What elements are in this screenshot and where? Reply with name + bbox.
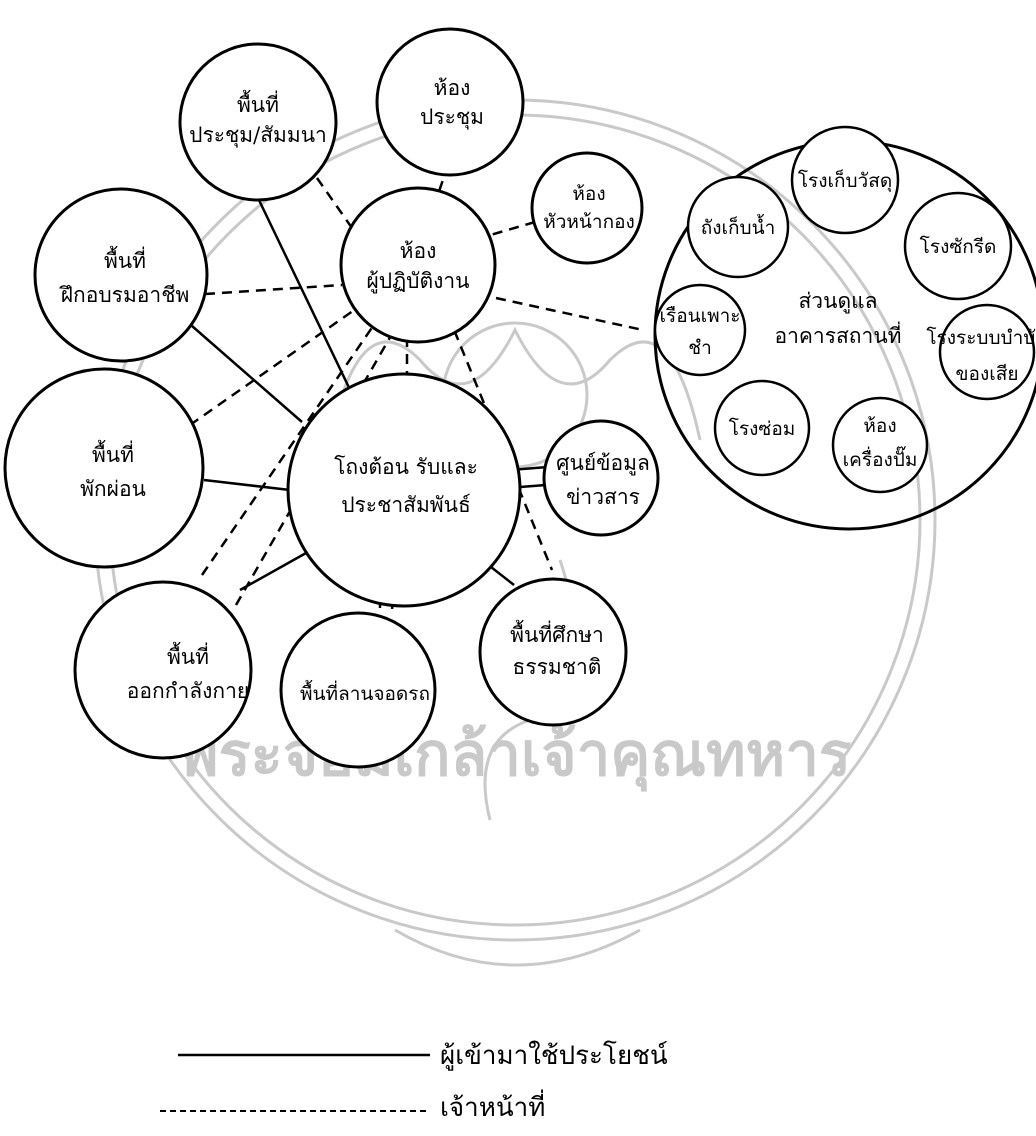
maint-laundry: โรงซักรีด bbox=[903, 191, 1013, 301]
maint-nursery-line1: เรือนเพาะ bbox=[660, 305, 741, 327]
watermark-text: พระจอมเกล้าเจ้าคุณทหาร bbox=[179, 720, 851, 792]
maint-waste-line1: โรงระบบบำบัด bbox=[926, 326, 1036, 349]
legend-dashed-label: เจ้าหน้าที่ bbox=[440, 1089, 545, 1123]
maint-water-tank: ถังเก็บน้ำ bbox=[686, 175, 790, 279]
link-exercise-staff-2 bbox=[234, 319, 402, 606]
maint-water-tank-label: ถังเก็บน้ำ bbox=[701, 214, 776, 239]
node-rest-line1: พื้นที่ bbox=[92, 440, 134, 467]
node-parking: พื้นที่ลานจอดรถ bbox=[279, 611, 437, 769]
node-meeting-line2: ประชุม bbox=[420, 105, 484, 130]
node-exercise: พื้นที่ ออกกำลังกาย bbox=[73, 580, 253, 760]
node-rest: พื้นที่ พักผ่อน bbox=[3, 367, 205, 569]
link-rest-staff bbox=[189, 304, 361, 427]
maintenance-group: ส่วนดูแล อาคารสถานที่ โรงเก็บวัสดุ ถังเก… bbox=[653, 125, 1036, 531]
node-staff-room-line1: ห้อง bbox=[400, 239, 437, 263]
link-exercise-lobby bbox=[239, 546, 316, 592]
maint-nursery: เรือนเพาะ ชำ bbox=[653, 283, 747, 377]
node-nature-line1: พื้นที่ศึกษา bbox=[510, 620, 604, 647]
maint-repair: โรงซ่อม bbox=[713, 379, 811, 477]
node-info-center: ศูนย์ข้อมูล ข่าวสาร bbox=[542, 419, 660, 537]
maint-storage: โรงเก็บวัสดุ bbox=[790, 125, 900, 235]
node-seminar-line2: ประชุม/สัมมนา bbox=[189, 123, 327, 148]
node-lobby-line1: โถงต้อน รับและ bbox=[334, 455, 478, 479]
maint-waste: โรงระบบบำบัด ของเสีย bbox=[926, 303, 1036, 401]
node-meeting-line1: ห้อง bbox=[434, 76, 471, 100]
node-info-center-line1: ศูนย์ข้อมูล bbox=[556, 451, 650, 476]
link-seminar-staff bbox=[315, 177, 354, 229]
legend-solid-label: ผู้เข้ามาใช้ประโยชน์ bbox=[440, 1040, 668, 1071]
link-staff-maintenance bbox=[495, 296, 644, 332]
maintenance-group-title-line2: อาคารสถานที่ bbox=[774, 321, 901, 348]
legend: ผู้เข้ามาใช้ประโยชน์ เจ้าหน้าที่ bbox=[160, 1040, 668, 1123]
maint-pump-line2: เครื่องปั๊ม bbox=[843, 446, 918, 471]
link-vocational-staff bbox=[204, 283, 343, 296]
node-seminar: พื้นที่ ประชุม/สัมมนา bbox=[178, 42, 338, 202]
node-staff-room-line2: ผู้ปฏิบัติงาน bbox=[366, 269, 469, 294]
maintenance-group-title-line1: ส่วนดูแล bbox=[798, 289, 877, 314]
maint-pump-line1: ห้อง bbox=[863, 415, 896, 437]
node-lobby: โถงต้อน รับและ ประชาสัมพันธ์ bbox=[286, 372, 522, 608]
node-info-center-line2: ข่าวสาร bbox=[566, 485, 640, 509]
node-vocational-line2: ฝึกอบรมอาชีพ bbox=[59, 283, 190, 307]
node-nature-line2: ธรรมชาติ bbox=[513, 655, 602, 679]
maint-waste-line2: ของเสีย bbox=[956, 363, 1019, 385]
link-divhead-staff bbox=[479, 220, 536, 240]
node-meeting: ห้อง ประชุม bbox=[375, 27, 525, 177]
link-exercise-staff bbox=[200, 315, 382, 576]
node-vocational: พื้นที่ ฝึกอบรมอาชีพ bbox=[33, 187, 209, 363]
node-parking-line1: พื้นที่ลานจอดรถ bbox=[300, 680, 430, 705]
node-division-head-line2: หัวหน้ากอง bbox=[543, 211, 635, 233]
maint-pump: ห้อง เครื่องปั๊ม bbox=[831, 396, 929, 494]
link-lobby-info-2 bbox=[519, 483, 547, 489]
maint-repair-label: โรงซ่อม bbox=[729, 417, 796, 440]
node-exercise-line1: พื้นที่ bbox=[167, 642, 209, 669]
maint-laundry-label: โรงซักรีด bbox=[920, 235, 997, 258]
link-rest-lobby bbox=[203, 478, 291, 492]
node-exercise-line2: ออกกำลังกาย bbox=[127, 679, 249, 703]
node-rest-line2: พักผ่อน bbox=[80, 477, 146, 501]
watermark-seal: พระจอมเกล้าเจ้าคุณทหาร bbox=[93, 98, 937, 967]
node-division-head-line1: ห้อง bbox=[572, 183, 605, 205]
node-seminar-line1: พื้นที่ bbox=[237, 90, 279, 117]
node-division-head: ห้อง หัวหน้ากอง bbox=[530, 151, 644, 265]
node-lobby-line2: ประชาสัมพันธ์ bbox=[341, 493, 471, 517]
node-nature: พื้นที่ศึกษา ธรรมชาติ bbox=[478, 577, 628, 727]
node-vocational-line1: พื้นที่ bbox=[104, 246, 146, 273]
maint-nursery-line2: ชำ bbox=[688, 337, 712, 359]
node-staff-room: ห้อง ผู้ปฏิบัติงาน bbox=[339, 186, 497, 344]
link-vocational-lobby bbox=[191, 325, 303, 423]
maint-storage-label: โรงเก็บวัสดุ bbox=[798, 168, 892, 193]
